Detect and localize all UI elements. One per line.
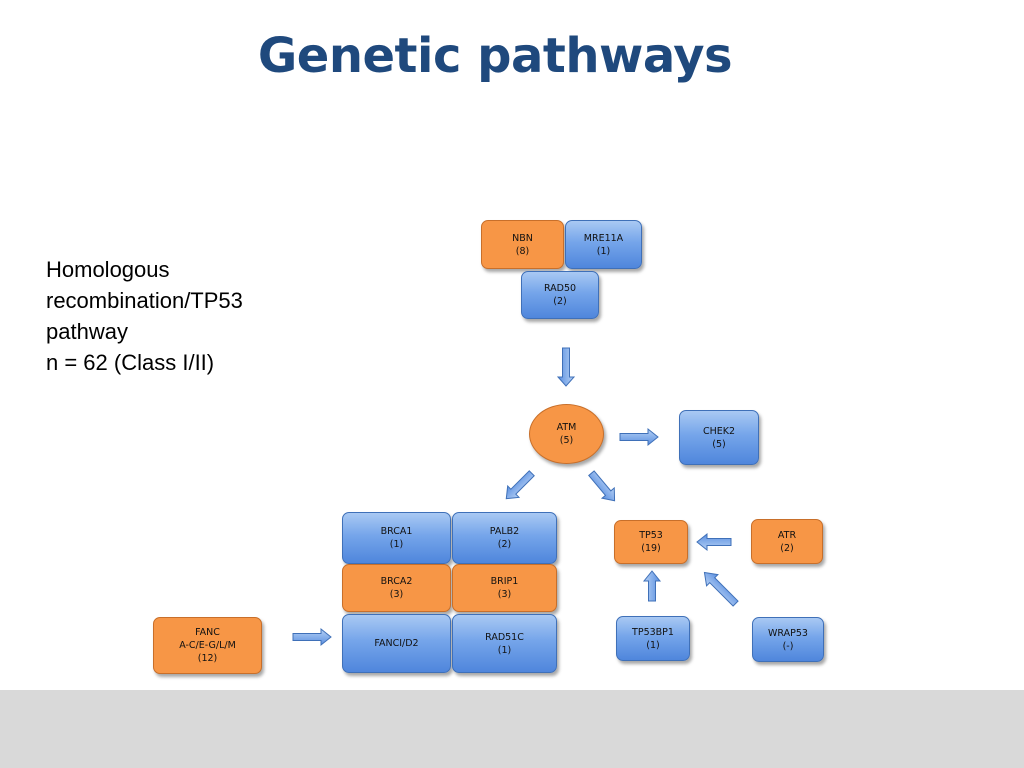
slide-title: Genetic pathways	[257, 28, 733, 84]
node-nbn-count: (8)	[515, 245, 530, 257]
pathway-description: Homologous recombination/TP53 pathway n …	[46, 254, 243, 378]
node-mre11a-name: MRE11A	[583, 232, 624, 244]
arrow-fanc-to-fanci	[292, 627, 332, 647]
arrow-wrap53-to-tp53	[703, 571, 739, 607]
arrow-tp53bp1-to-tp53	[642, 570, 662, 602]
node-nbn: NBN (8)	[481, 220, 564, 269]
arrow-atm-to-chek2	[619, 427, 659, 447]
description-line: recombination/TP53	[46, 288, 243, 313]
node-atm-name: ATM	[556, 422, 577, 433]
node-tp53-name: TP53	[639, 530, 663, 541]
node-rad50-name: RAD50	[543, 283, 577, 294]
node-mre11a: MRE11A (1)	[565, 220, 642, 269]
description-line: Homologous	[46, 257, 170, 282]
node-tp53-count: (19)	[641, 543, 661, 554]
node-palb2-name: PALB2	[489, 526, 520, 537]
node-brca1-name: BRCA1	[380, 526, 413, 537]
node-fanc-name: FANC	[195, 627, 220, 638]
node-wrap53-count: (-)	[782, 640, 794, 652]
node-fanc: FANC A-C/E-G/L/M (12)	[153, 617, 262, 674]
node-brca2: BRCA2 (3)	[342, 564, 451, 612]
node-rad51c-name: RAD51C	[485, 631, 524, 643]
footer-bar	[0, 690, 1024, 768]
node-atr-count: (2)	[780, 542, 794, 554]
node-rad50-count: (2)	[553, 296, 567, 307]
node-rad51c-count: (1)	[497, 644, 512, 656]
arrow-atm-to-brca1	[505, 470, 535, 500]
node-wrap53: WRAP53 (-)	[752, 617, 824, 662]
node-brca1: BRCA1 (1)	[342, 512, 451, 564]
node-tp53: TP53 (19)	[614, 520, 688, 564]
arrow-rad50-to-atm	[556, 347, 576, 387]
node-tp53bp1: TP53BP1 (1)	[616, 616, 690, 661]
node-brca1-count: (1)	[389, 539, 404, 550]
node-brip1-name: BRIP1	[490, 576, 519, 587]
node-atr-name: ATR	[777, 529, 797, 541]
node-brca2-name: BRCA2	[380, 576, 413, 587]
node-fanc-subtypes: A-C/E-G/L/M	[179, 640, 236, 651]
node-chek2: CHEK2 (5)	[679, 410, 759, 465]
node-palb2: PALB2 (2)	[452, 512, 557, 564]
arrow-atm-to-tp53	[588, 470, 616, 502]
node-chek2-name: CHEK2	[702, 425, 736, 437]
node-tp53bp1-name: TP53BP1	[632, 626, 674, 638]
node-rad51c: RAD51C (1)	[452, 614, 557, 673]
arrow-atr-to-tp53	[696, 532, 732, 552]
node-rad50: RAD50 (2)	[521, 271, 599, 319]
node-atm: ATM (5)	[529, 404, 604, 464]
node-palb2-count: (2)	[497, 539, 512, 550]
node-tp53bp1-count: (1)	[646, 639, 660, 651]
node-brip1: BRIP1 (3)	[452, 564, 557, 612]
node-nbn-name: NBN	[512, 232, 533, 244]
node-atm-count: (5)	[559, 435, 574, 446]
node-fanc-count: (12)	[197, 653, 218, 664]
node-fanci-d2-name: FANCI/D2	[374, 638, 419, 649]
node-brip1-count: (3)	[497, 589, 512, 600]
node-wrap53-name: WRAP53	[768, 627, 808, 639]
node-atr: ATR (2)	[751, 519, 823, 564]
node-fanci-d2: FANCI/D2	[342, 614, 451, 673]
node-chek2-count: (5)	[712, 438, 726, 450]
node-mre11a-count: (1)	[596, 245, 611, 257]
description-line: n = 62 (Class I/II)	[46, 350, 215, 375]
node-brca2-count: (3)	[389, 589, 404, 600]
description-line: pathway	[46, 319, 128, 344]
